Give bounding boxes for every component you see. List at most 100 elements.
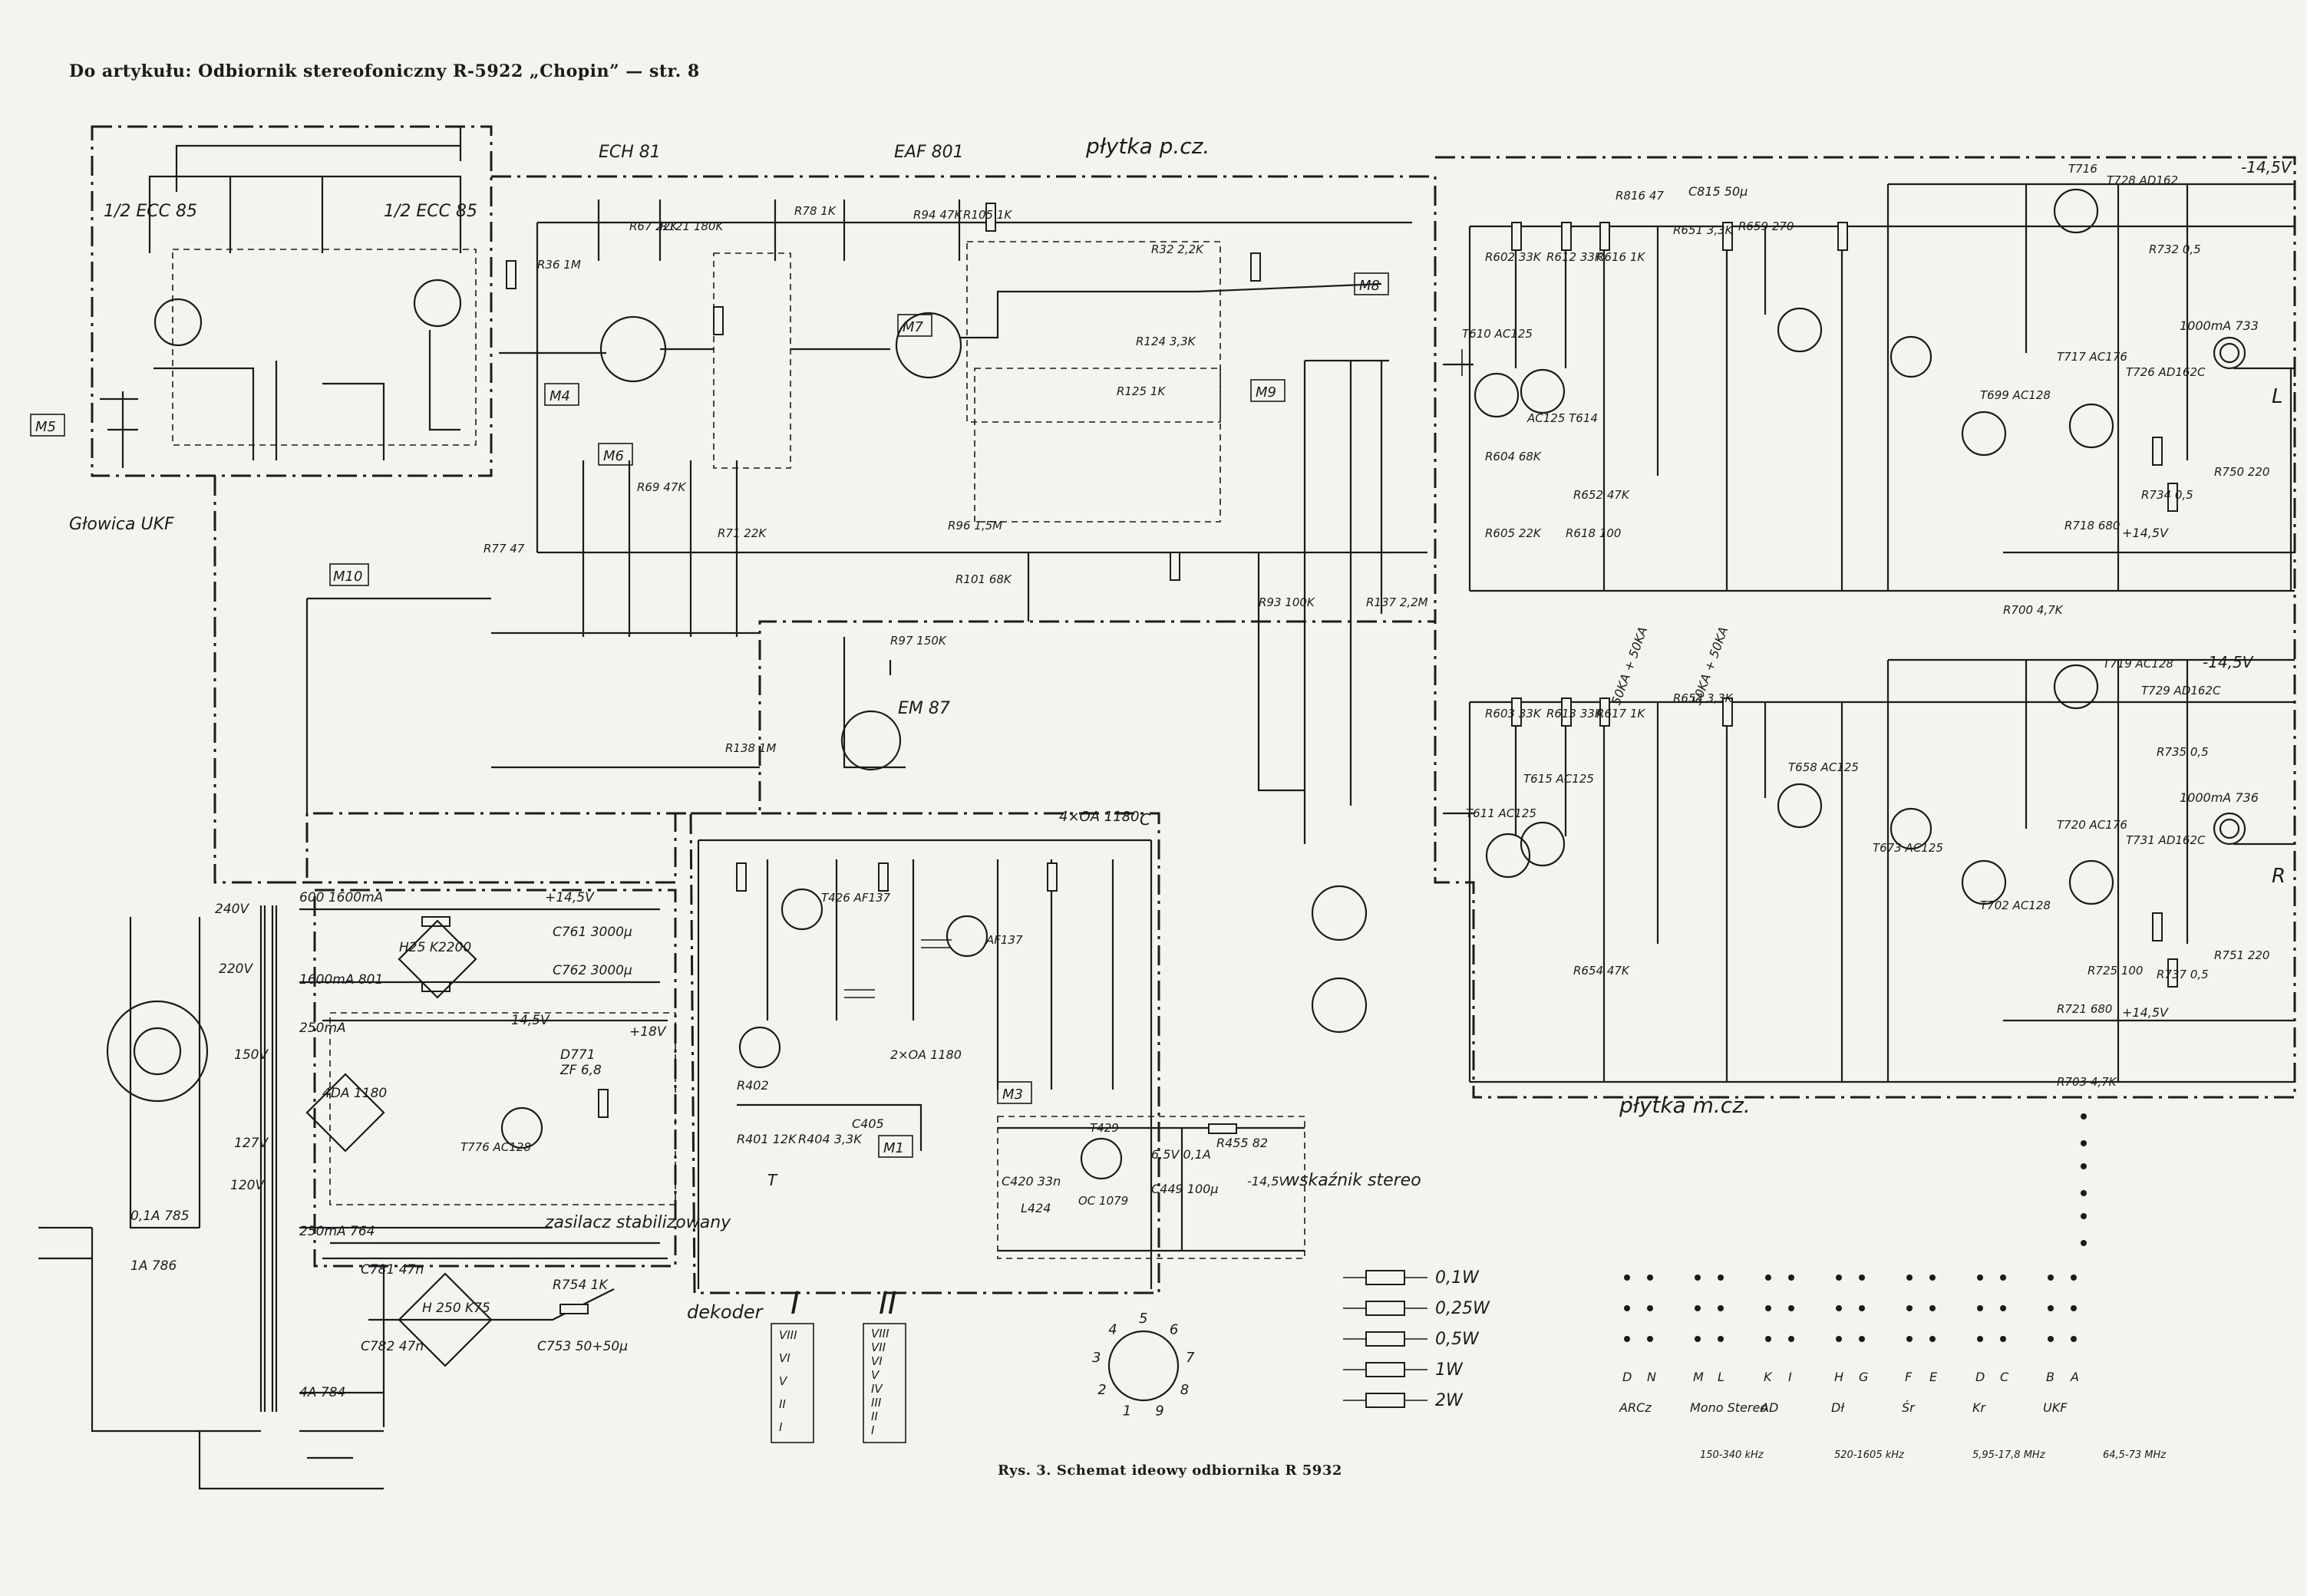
resistor-r602: R602 33K (1485, 250, 1542, 264)
switch-contact-dot (2071, 1274, 2077, 1281)
module-m7: M7 (903, 319, 924, 335)
switch-contact-dot (1836, 1274, 1842, 1281)
switch-contact-dot (1929, 1305, 1936, 1311)
tube-symbols (153, 279, 1368, 1034)
resistor-r105: R105 1K (963, 208, 1012, 222)
switch-contact-dot (1977, 1305, 1983, 1311)
resistor-r652: R652 47K (1573, 488, 1630, 502)
resistor-r101: R101 68K (955, 572, 1012, 586)
switch-contact-dot (1647, 1305, 1653, 1311)
resistor-r612: R612 33K (1546, 250, 1603, 264)
block-titles: Głowica UKF płytka p.cz. płytka m.cz. de… (69, 134, 1751, 1323)
switch-0-a: D (1622, 1370, 1632, 1384)
resistor-r121: R121 180K (660, 219, 724, 233)
switch-contact-dot (2048, 1305, 2054, 1311)
switch-4-a: F (1905, 1370, 1913, 1384)
psu-fuse-2: 1600mA 801 (299, 972, 383, 988)
legend-power-0: 0,1W (1435, 1268, 1480, 1288)
decoder-title: dekoder (687, 1301, 764, 1323)
resistor-r78: R78 1K (794, 204, 837, 218)
switch-contact-dot (1624, 1305, 1630, 1311)
legend-power-3: 1W (1435, 1360, 1464, 1380)
resistor-r659: R659 270 (1738, 219, 1794, 233)
legend-power-4: 2W (1435, 1391, 1464, 1410)
label-t611: T611 AC125 (1466, 806, 1536, 820)
switch-contact-dot (1859, 1336, 1865, 1342)
col-i-II: II (779, 1397, 786, 1411)
resistor-r735: R735 0,5 (2157, 745, 2209, 759)
col-i-VI: VI (779, 1351, 790, 1365)
switch-4-label: Śr (1902, 1400, 1916, 1415)
switch-contact-dot (2071, 1305, 2077, 1311)
resistor-r71: R71 22K (718, 526, 767, 540)
switch-contact-dot (1647, 1274, 1653, 1281)
psu-bridge-2: H 250 K75 (422, 1301, 490, 1316)
module-m5: M5 (35, 419, 56, 435)
col-ii-IV: IV (871, 1382, 883, 1396)
module-m4: M4 (550, 388, 570, 404)
stereo-l424: L424 (1021, 1201, 1051, 1215)
psu-fuse-7: 4A 784 (299, 1385, 345, 1400)
switch-contact-dot (2071, 1336, 2077, 1342)
switch-6-b: A (2070, 1370, 2079, 1384)
label-t731: T731 AD162C (2126, 833, 2206, 847)
switch-5-b: C (2000, 1370, 2009, 1384)
legend-power-resistor-symbol (1365, 1301, 1405, 1316)
psu-fuse-1: 600 1600mA (299, 890, 383, 905)
resistor-r69: R69 47K (637, 480, 686, 494)
label-t716: T716 (2068, 162, 2097, 176)
switch-2-label: AD (1760, 1400, 1778, 1415)
switch-contact-dot (1836, 1336, 1842, 1342)
resistor-r725: R725 100 (2088, 964, 2143, 978)
label-t614: AC125 T614 (1526, 411, 1598, 425)
af-board-title: płytka m.cz. (1619, 1093, 1751, 1118)
resistor-r77: R77 47 (484, 542, 525, 556)
af-misc-labels: -14,5V -14,5V +14,5V +14,5V 1000mA 733 1… (1609, 158, 2292, 1020)
resistor-r138: R138 1M (725, 741, 776, 755)
col-ii-VI: VI (871, 1354, 883, 1368)
switch-contact-dot (1977, 1274, 1983, 1281)
col-i-VIII: VIII (779, 1328, 797, 1342)
block-outlines (91, 125, 2296, 1294)
switch-1-b: L (1718, 1370, 1724, 1384)
page-header: Do artykułu: Odbiornik stereofoniczny R-… (69, 61, 700, 81)
switch-contact-dot (1906, 1336, 1913, 1342)
tube-pin-1: 1 (1123, 1403, 1131, 1419)
af-pot-1: 50KA + 50KA (1609, 625, 1651, 707)
stereo-lamp: 6,5V 0,1A (1151, 1147, 1211, 1162)
switch-3-b: G (1859, 1370, 1868, 1384)
resistor-r96: R96 1,5M (948, 519, 1002, 533)
stereo-indicator-labels: R455 82 6,5V 0,1A C449 100μ C420 33n L42… (1002, 1136, 1288, 1215)
tube-pin-9: 9 (1155, 1403, 1163, 1419)
stereo-indicator-title: wskaźnik stereo (1286, 1171, 1421, 1190)
col-ii-II: II (871, 1410, 878, 1423)
component-glyphs (106, 203, 2240, 1412)
resistor-r36: R36 1M (537, 258, 581, 272)
module-m8: M8 (1359, 278, 1380, 294)
decoder-diodes-2: 2×OA 1180 (890, 1047, 962, 1062)
col-ii-V: V (871, 1368, 880, 1382)
switch-contact-dot (1788, 1274, 1794, 1281)
switch-contact-dot (2000, 1305, 2006, 1311)
label-t720: T720 AC176 (2057, 818, 2127, 832)
psu-plus18: +18V (629, 1024, 667, 1040)
af-c815: C815 50μ (1688, 184, 1748, 199)
resistor-r737: R737 0,5 (2157, 968, 2209, 981)
stereo-c420: C420 33n (1002, 1174, 1061, 1189)
resistor-r654: R654 47K (1573, 964, 1630, 978)
psu-plus145: +14,5V (545, 890, 595, 905)
tube-pin-8: 8 (1180, 1382, 1189, 1398)
decoder-c405: C405 (852, 1116, 884, 1131)
label-t702: T702 AC128 (1980, 899, 2051, 912)
psu-c782: C782 47n (361, 1339, 424, 1354)
legend-heading-i: I (790, 1286, 800, 1321)
switch-2-a: K (1764, 1370, 1773, 1384)
resistor-r93: R93 100K (1259, 595, 1315, 609)
transistor-symbols (500, 188, 2246, 1180)
psu-240v: 240V (215, 902, 249, 917)
col-i-I: I (779, 1420, 783, 1434)
switch-5-a: D (1975, 1370, 1985, 1384)
resistor-r653: R653 3,3K (1673, 691, 1734, 705)
